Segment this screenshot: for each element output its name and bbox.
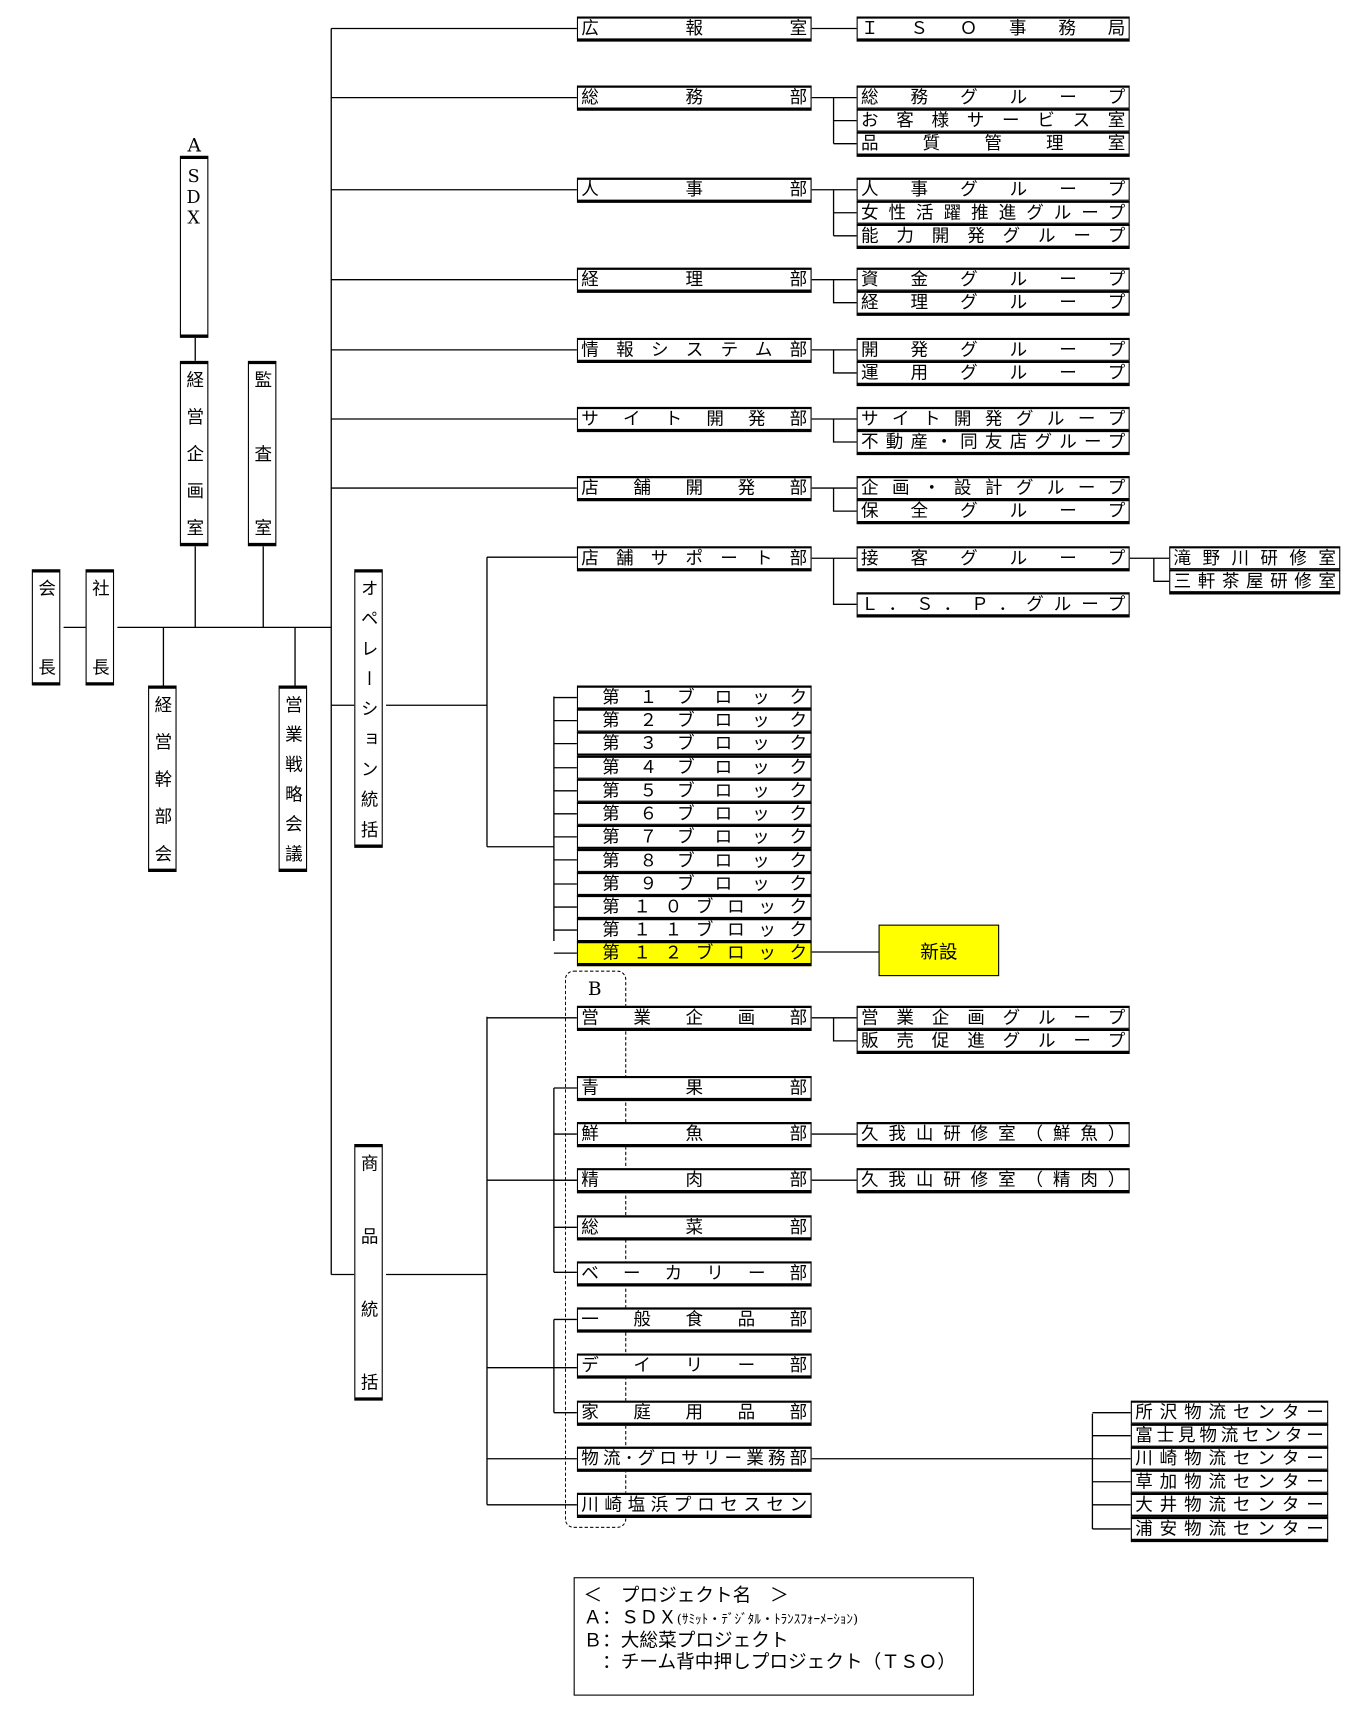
- training-room-box: 滝野川研修室: [1169, 546, 1341, 572]
- new-block-box: 第１２ブロック: [576, 941, 812, 967]
- block-box: 第１０ブロック: [576, 894, 812, 921]
- dept-box: 一般食品部: [576, 1307, 812, 1333]
- block-box: 第８ブロック: [576, 848, 812, 875]
- logistics-center-box: 富士見物流センター: [1130, 1423, 1329, 1449]
- group-box: Ｌ．Ｓ．Ｐ．グループ: [856, 592, 1130, 618]
- group-box: 運用グループ: [856, 360, 1130, 387]
- operations-division-box: オペレーション統括: [354, 569, 383, 848]
- project-a-label: A: [187, 134, 202, 157]
- new-establishment-badge: 新設: [878, 924, 1000, 977]
- project-b-outline: [564, 970, 627, 1528]
- dept-box: 広報室: [576, 16, 812, 42]
- dept-box: 精肉部: [576, 1168, 812, 1194]
- project-legend: ＜ プロジェクト名 ＞ Ａ：ＳＤＸ(ｻﾐｯﾄ・ﾃﾞｼﾞﾀﾙ・ﾄﾗﾝｽﾌｫｰﾒｰｼ…: [573, 1577, 974, 1696]
- group-box: 企画・設計グループ: [856, 476, 1130, 502]
- dept-box: 家庭用品部: [576, 1400, 812, 1426]
- group-box: 販売促進グループ: [856, 1028, 1130, 1055]
- group-box: 人事グループ: [856, 177, 1130, 203]
- legend-b1: Ｂ：大総菜プロジェクト: [583, 1629, 789, 1652]
- sales-strategy-meeting-box: 営業戦略会議: [278, 685, 308, 872]
- group-box: 女性活躍推進グループ: [856, 200, 1130, 226]
- block-box: 第６ブロック: [576, 801, 812, 827]
- block-box: 第１ブロック: [576, 685, 812, 711]
- legend-b2: ：チーム背中押しプロジェクト（ＴＳＯ）: [583, 1651, 956, 1674]
- training-room-box: 久我山研修室（鮮魚）: [856, 1122, 1130, 1148]
- logistics-center-box: 所沢物流センター: [1130, 1400, 1329, 1426]
- executive-meeting-box: 経営幹部会: [148, 685, 177, 872]
- dept-box: デイリー部: [576, 1353, 812, 1379]
- audit-box: 監査室: [247, 360, 277, 547]
- group-box: 資金グループ: [856, 267, 1130, 293]
- training-room-box: 久我山研修室（精肉）: [856, 1168, 1130, 1194]
- training-room-box: 三軒茶屋研修室: [1169, 569, 1341, 595]
- group-box: 接客グループ: [856, 546, 1130, 572]
- group-box: 保全グループ: [856, 499, 1130, 525]
- group-box: 営業企画グループ: [856, 1005, 1130, 1031]
- chairman-box: 会長: [31, 569, 61, 686]
- dept-box: ベーカリー部: [576, 1261, 812, 1287]
- dept-box: 物流･グロサリー業務部: [576, 1446, 812, 1472]
- legend-a-detail: (ｻﾐｯﾄ・ﾃﾞｼﾞﾀﾙ・ﾄﾗﾝｽﾌｫｰﾒｰｼｮﾝ): [676, 1611, 859, 1627]
- block-box: 第９ブロック: [576, 871, 812, 898]
- dept-box: 店舗サポート部: [576, 546, 812, 572]
- merchandise-division-box: 商品統括: [354, 1143, 383, 1401]
- group-box: 開発グループ: [856, 337, 1130, 364]
- group-box: 経理グループ: [856, 290, 1130, 316]
- dept-box: 店舗開発部: [576, 476, 812, 502]
- legend-title: ＜ プロジェクト名 ＞: [583, 1584, 789, 1607]
- dept-box: 川崎塩浜プロセスセン: [576, 1492, 812, 1518]
- legend-a-name: Ａ：ＳＤＸ: [583, 1606, 677, 1629]
- dept-box: 青果部: [576, 1075, 812, 1102]
- block-box: 第３ブロック: [576, 731, 812, 757]
- dept-box: 営業企画部: [576, 1005, 812, 1031]
- dept-box: サイト開発部: [576, 406, 812, 433]
- dept-box: 総菜部: [576, 1215, 812, 1241]
- group-box: ＩＳＯ事務局: [856, 16, 1130, 42]
- group-box: 能力開発グループ: [856, 223, 1130, 249]
- project-b-label: B: [587, 978, 602, 1001]
- group-box: 品質管理室: [856, 131, 1130, 157]
- sdx-box: SDX: [179, 155, 209, 338]
- dept-box: 経理部: [576, 267, 812, 293]
- logistics-center-box: 大井物流センター: [1130, 1492, 1329, 1518]
- dept-box: 総務部: [576, 85, 812, 111]
- dept-box: 人事部: [576, 177, 812, 203]
- group-box: お客様サービス室: [856, 108, 1130, 134]
- block-box: 第７ブロック: [576, 824, 812, 851]
- group-box: サイト開発グループ: [856, 406, 1130, 433]
- block-box: 第２ブロック: [576, 708, 812, 734]
- logistics-center-box: 草加物流センター: [1130, 1469, 1329, 1495]
- block-box: 第５ブロック: [576, 778, 812, 804]
- dept-box: 鮮魚部: [576, 1122, 812, 1148]
- logistics-center-box: 浦安物流センター: [1130, 1516, 1329, 1543]
- president-box: 社長: [85, 569, 115, 686]
- group-box: 不動産・同友店グループ: [856, 429, 1130, 456]
- logistics-center-box: 川崎物流センター: [1130, 1446, 1329, 1472]
- group-box: 総務グループ: [856, 85, 1130, 111]
- management-planning-box: 経営企画室: [179, 360, 209, 547]
- legend-a: Ａ：ＳＤＸ(ｻﾐｯﾄ・ﾃﾞｼﾞﾀﾙ・ﾄﾗﾝｽﾌｫｰﾒｰｼｮﾝ): [583, 1607, 964, 1630]
- block-box: 第１１ブロック: [576, 918, 812, 944]
- dept-box: 情報システム部: [576, 337, 812, 364]
- block-box: 第４ブロック: [576, 755, 812, 781]
